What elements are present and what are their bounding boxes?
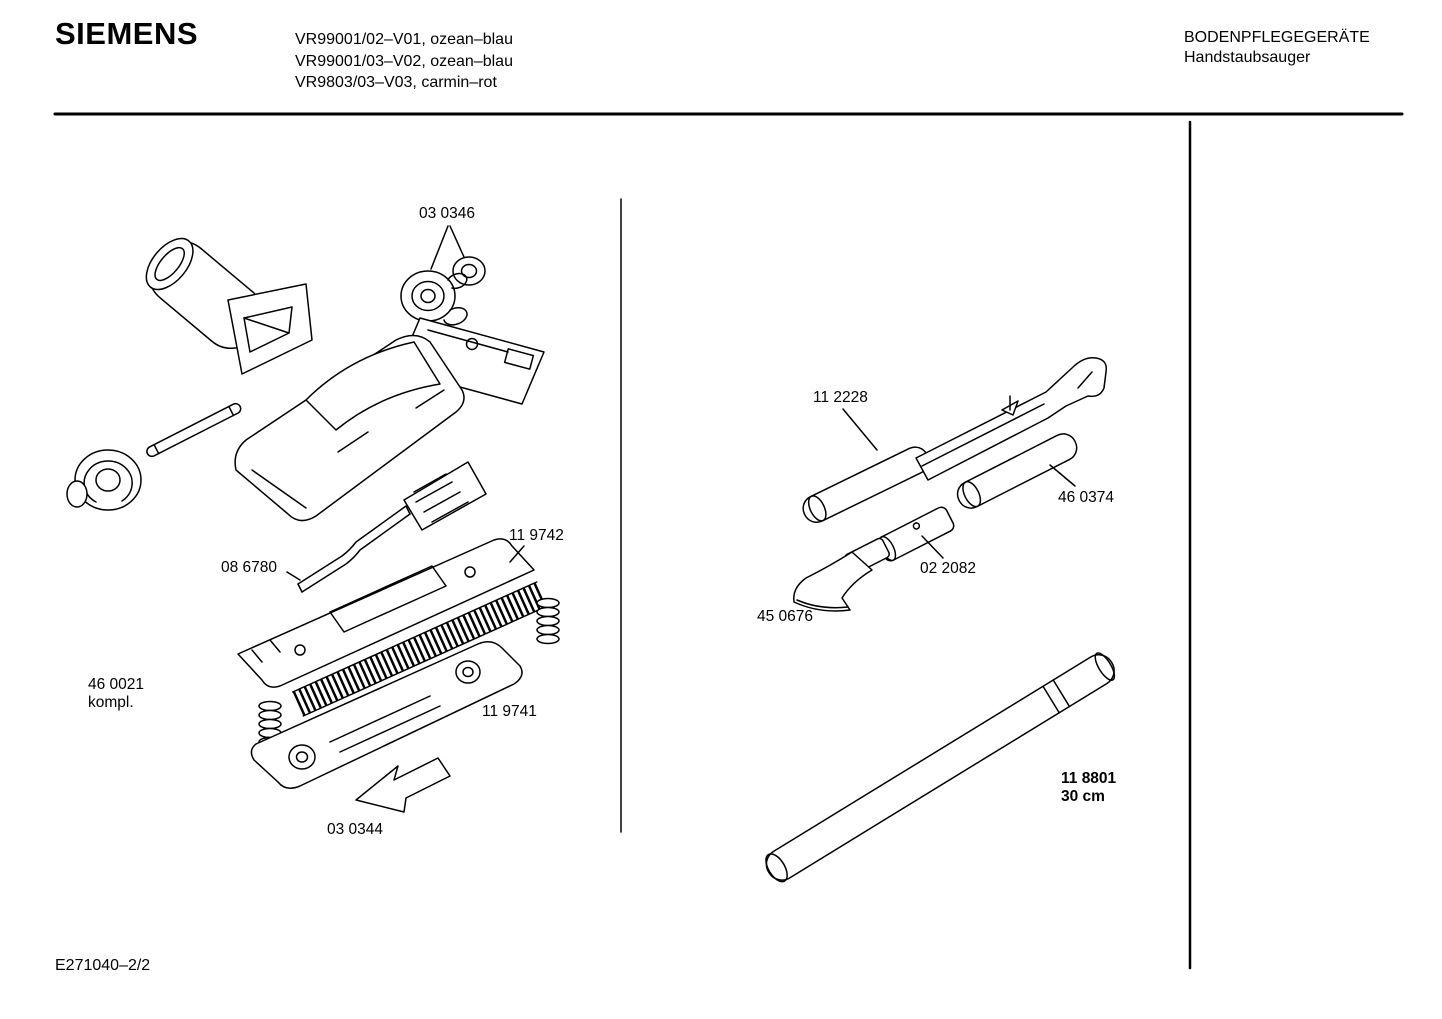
handle-drawing — [802, 356, 1108, 524]
part-label-nozzle-assembly: 46 0021 kompl. — [88, 676, 145, 711]
part-label-handle: 11 2228 — [813, 389, 868, 406]
model-line-3: VR9803/03–V03, carmin–rot — [295, 74, 497, 91]
part-label-extension-tube: 46 0374 — [1058, 489, 1115, 506]
spring-right-drawing — [536, 597, 560, 645]
part-label-sole-plate: 11 9741 — [482, 703, 537, 720]
elbow-connector-drawing — [145, 237, 313, 375]
long-tube-drawing — [765, 652, 1116, 883]
category-subtitle: Handstaubsauger — [1184, 48, 1311, 66]
sole-plate-drawing — [250, 641, 523, 789]
document-reference: E271040–2/2 — [55, 957, 151, 974]
part-label-arrow-part: 03 0344 — [327, 821, 384, 838]
housing-cover-drawing — [234, 334, 465, 522]
part-label-wheel-set: 03 0346 — [419, 205, 476, 222]
axle-pin-drawing — [146, 402, 242, 458]
part-label-pedal-rod: 11 9742 — [509, 527, 564, 544]
leader-extension-tube — [1049, 464, 1076, 487]
model-list: VR99001/02–V01, ozean–blau VR99001/03–V0… — [295, 29, 513, 94]
leader-wheel-set — [430, 225, 465, 270]
bristle-strip-drawing — [291, 581, 549, 717]
wheel-set-drawing — [400, 256, 486, 326]
leader-connector — [921, 535, 944, 559]
leader-pedal-rod — [509, 545, 525, 563]
category-title: BODENPFLEGEGERÄTE — [1184, 29, 1370, 46]
bearing-wheel-drawing — [66, 449, 142, 511]
brand-logo: SIEMENS — [55, 16, 199, 51]
part-label-long-tube: 11 8801 30 cm — [1061, 770, 1117, 805]
extension-tube-drawing — [956, 433, 1078, 509]
part-label-small-nozzle: 45 0676 — [757, 608, 814, 625]
part-label-connector: 02 2082 — [920, 560, 977, 577]
leader-link-rod — [286, 571, 301, 581]
model-line-1: VR99001/02–V01, ozean–blau — [295, 31, 513, 48]
model-line-2: VR99001/03–V02, ozean–blau — [295, 52, 513, 70]
small-nozzle-drawing — [793, 537, 890, 612]
chassis-plate-drawing — [237, 538, 535, 688]
category-block: BODENPFLEGEGERÄTE Handstaubsauger — [1184, 28, 1370, 67]
leader-handle — [842, 408, 878, 451]
part-label-link-rod: 08 6780 — [221, 559, 278, 576]
pedal-rod-drawing — [297, 461, 487, 593]
direction-arrow-drawing — [355, 757, 451, 813]
